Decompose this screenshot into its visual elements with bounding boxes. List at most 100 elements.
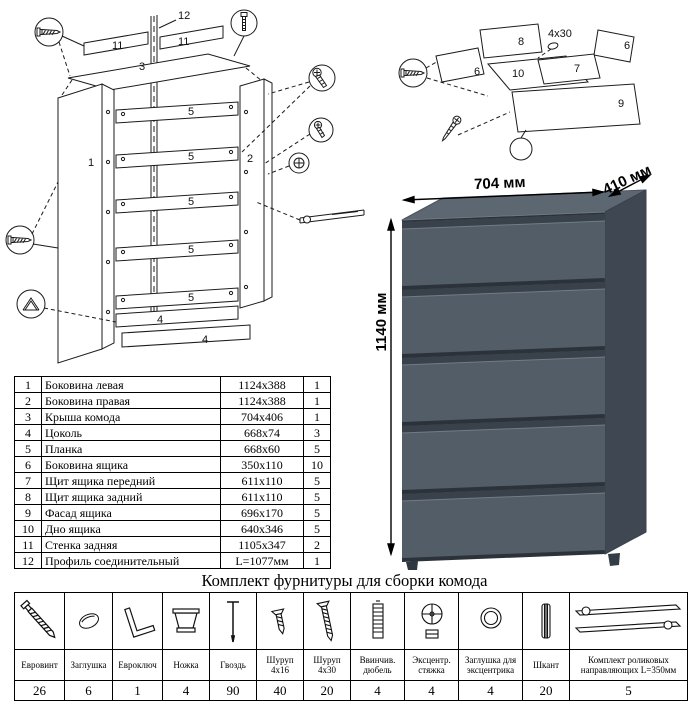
parts-table-row: 8 Щит ящика задний 611x110 5	[14, 488, 331, 505]
drawer-front	[402, 214, 605, 286]
cam-plug-icon	[479, 607, 502, 629]
part-label-5: 5	[188, 196, 194, 208]
drawer-side-panel	[593, 29, 635, 63]
hardware-icon-cell	[112, 592, 163, 650]
euroscrew-icon	[19, 599, 56, 639]
hardware-item-label: Ножка	[162, 649, 210, 681]
part-name: Профиль соединительный	[41, 552, 221, 569]
drawer-assembly-diagram: 8 4x30 6 6 10 7 9	[388, 0, 688, 172]
part-size: 668x74	[220, 424, 304, 441]
hardware-item-qty: 4	[404, 680, 459, 701]
part-size: 611x110	[220, 488, 304, 505]
drawer-front	[402, 418, 605, 490]
height-dimension-label: 1140 мм	[374, 293, 390, 352]
euroscrew-icon	[34, 17, 64, 47]
part-number: 8	[14, 488, 42, 505]
part-qty: 1	[303, 376, 331, 393]
parts-table-row: 4 Цоколь 668x74 3	[14, 424, 331, 441]
parts-table-row: 1 Боковина левая 1124x388 1	[14, 376, 331, 393]
part-label-4: 4	[202, 334, 208, 346]
part-number: 7	[14, 472, 42, 489]
hardware-item-qty: 4	[458, 680, 523, 701]
euroscrew-icon	[398, 58, 428, 88]
hardware-icon-cell	[162, 592, 210, 650]
part-number: 6	[14, 456, 42, 473]
eccentric-cam-icon	[420, 603, 443, 639]
part-size: 611x110	[220, 472, 304, 489]
left-side-panel	[57, 83, 115, 364]
part-label-3: 3	[139, 61, 145, 73]
hardware-label-row: Евровинт Заглушка Евроключ Ножка Гвоздь …	[14, 649, 688, 681]
drawer-facade	[511, 83, 641, 133]
hardware-item-qty: 6	[64, 680, 113, 701]
screw-4x16-icon	[270, 608, 285, 635]
hardware-item-qty: 5	[569, 680, 688, 701]
parts-table-row: 6 Боковина ящика 350x110 10	[14, 456, 331, 473]
part-size: 668x60	[220, 440, 304, 457]
screw-dowel-icon	[371, 600, 384, 639]
part-size: 1124x388	[220, 392, 304, 409]
back-panel	[83, 31, 149, 56]
hardware-icon-cell	[14, 592, 65, 650]
hardware-item-label: Комплект роликовых направляющих L=350мм	[569, 649, 688, 681]
hardware-item-qty: 40	[256, 680, 304, 701]
part-number: 1	[14, 376, 42, 393]
drawer-side-panel	[435, 47, 485, 83]
parts-table-row: 9 Фасад ящика 696x170 5	[14, 504, 331, 521]
cross-slat	[115, 191, 239, 214]
sheet-title: Комплект фурнитуры для сборки комода	[201, 571, 488, 590]
part-label-8: 8	[518, 36, 524, 48]
part-name: Фасад ящика	[41, 504, 221, 521]
part-label-6: 6	[624, 40, 630, 52]
screw-icon	[441, 115, 462, 142]
hardware-item-qty: 4	[162, 680, 210, 701]
part-name: Боковина ящика	[41, 456, 221, 473]
parts-table-row: 5 Планка 668x60 5	[14, 440, 331, 457]
part-qty: 5	[303, 472, 331, 489]
drawer-front	[402, 282, 605, 354]
part-label-1: 1	[88, 157, 94, 169]
roller-guides-icon	[574, 604, 682, 633]
part-number: 11	[14, 536, 42, 553]
cross-slat	[115, 101, 239, 124]
part-size: 640x346	[220, 520, 304, 537]
hardware-item-qty: 26	[14, 680, 65, 701]
part-qty: 1	[303, 408, 331, 425]
part-label-5: 5	[188, 292, 194, 304]
cross-slat	[115, 287, 239, 310]
part-name: Дно ящика	[41, 520, 221, 537]
width-dimension-line	[401, 188, 606, 204]
parts-table-row: 7 Щит ящика передний 611x110 5	[14, 472, 331, 489]
hardware-item-label: Шуруп 4x30	[303, 649, 351, 681]
hardware-icon-cell	[522, 592, 570, 650]
nail-icon	[227, 601, 239, 643]
part-size: 350x110	[220, 456, 304, 473]
part-qty: 1	[303, 392, 331, 409]
part-name: Стенка задняя	[41, 536, 221, 553]
part-number: 3	[14, 408, 42, 425]
cam-icon	[288, 152, 310, 174]
part-name: Щит ящика задний	[41, 488, 221, 505]
hardware-item-qty: 90	[209, 680, 257, 701]
cross-slat	[115, 239, 239, 262]
part-qty: 3	[303, 424, 331, 441]
plinth-rail	[115, 305, 239, 328]
part-name: Цоколь	[41, 424, 221, 441]
cross-slat	[115, 146, 239, 169]
hardware-icon-cell	[256, 592, 304, 650]
parts-table-row: 3 Крыша комода 704x406 1	[14, 408, 331, 425]
part-label-4: 4	[157, 314, 163, 326]
part-label-6: 6	[474, 66, 480, 78]
part-qty: 10	[303, 456, 331, 473]
part-name: Щит ящика передний	[41, 472, 221, 489]
part-label-5: 5	[188, 244, 194, 256]
hardware-item-label: Гвоздь	[209, 649, 257, 681]
hardware-icon-cell	[458, 592, 523, 650]
part-size: L=1077мм	[220, 552, 304, 569]
parts-table-row: 2 Боковина правая 1124x388 1	[14, 392, 331, 409]
part-size: 704x406	[220, 408, 304, 425]
parts-table: 1 Боковина левая 1124x388 1 2 Боковина п…	[14, 376, 331, 569]
part-qty: 5	[303, 504, 331, 521]
frame-assembly-diagram: 12 11 11 3 1 2 5 5 5 5 5 4 4	[2, 2, 374, 374]
